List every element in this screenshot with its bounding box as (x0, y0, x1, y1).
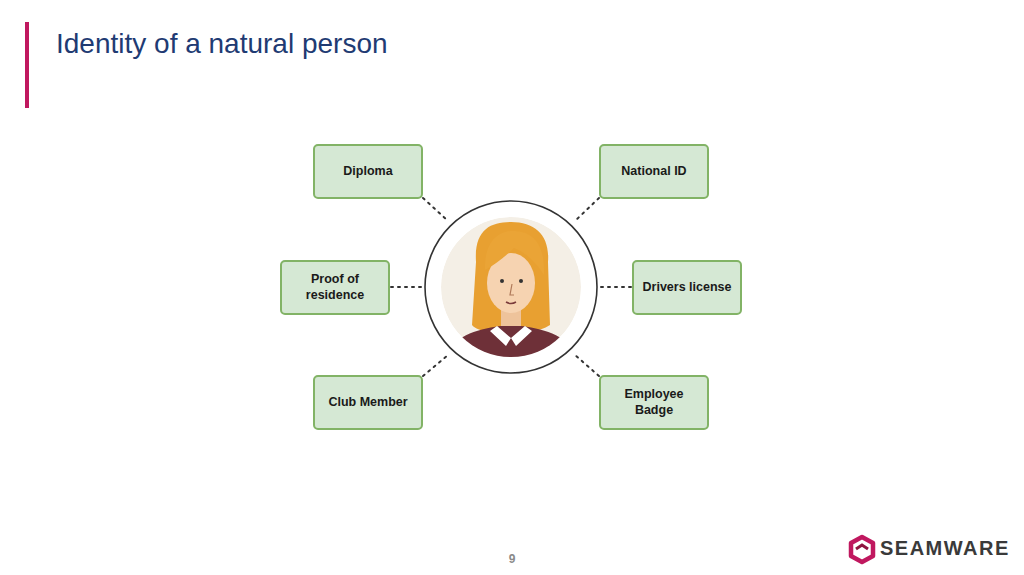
mouth (506, 302, 516, 304)
eye (519, 279, 523, 283)
credential-label: Proof of residence (288, 272, 382, 303)
credential-box: National ID (599, 144, 709, 199)
accent-bar (25, 22, 29, 108)
company-logo-text: SEAMWARE (880, 537, 1020, 560)
person-circle (425, 201, 597, 373)
leader-line (576, 198, 599, 220)
credential-label: Employee Badge (607, 387, 701, 418)
collar (490, 326, 532, 346)
leader-lines (391, 198, 631, 376)
hair-fringe (485, 231, 544, 275)
person-avatar (440, 217, 582, 370)
credential-box: Drivers license (632, 260, 742, 315)
credential-box: Club Member (313, 375, 423, 430)
credential-label: Diploma (343, 164, 392, 180)
logo-hexagon (851, 537, 873, 562)
hair-back (472, 222, 550, 331)
shirt (440, 326, 582, 370)
leader-line (423, 355, 448, 376)
eye (500, 279, 504, 283)
leader-line (423, 198, 447, 220)
page-number: 9 (502, 552, 522, 566)
credential-box: Proof of residence (280, 260, 390, 315)
slide-title: Identity of a natural person (56, 28, 388, 60)
logo-icon (851, 537, 873, 562)
credential-box: Employee Badge (599, 375, 709, 430)
nose (510, 284, 514, 295)
leader-line (575, 355, 599, 376)
credential-box: Diploma (313, 144, 423, 199)
credential-label: Club Member (328, 395, 407, 411)
credential-label: Drivers license (643, 280, 732, 296)
leader-line (601, 286, 631, 288)
leader-line (391, 286, 421, 288)
credential-label: National ID (621, 164, 686, 180)
logo-mark (856, 545, 868, 549)
